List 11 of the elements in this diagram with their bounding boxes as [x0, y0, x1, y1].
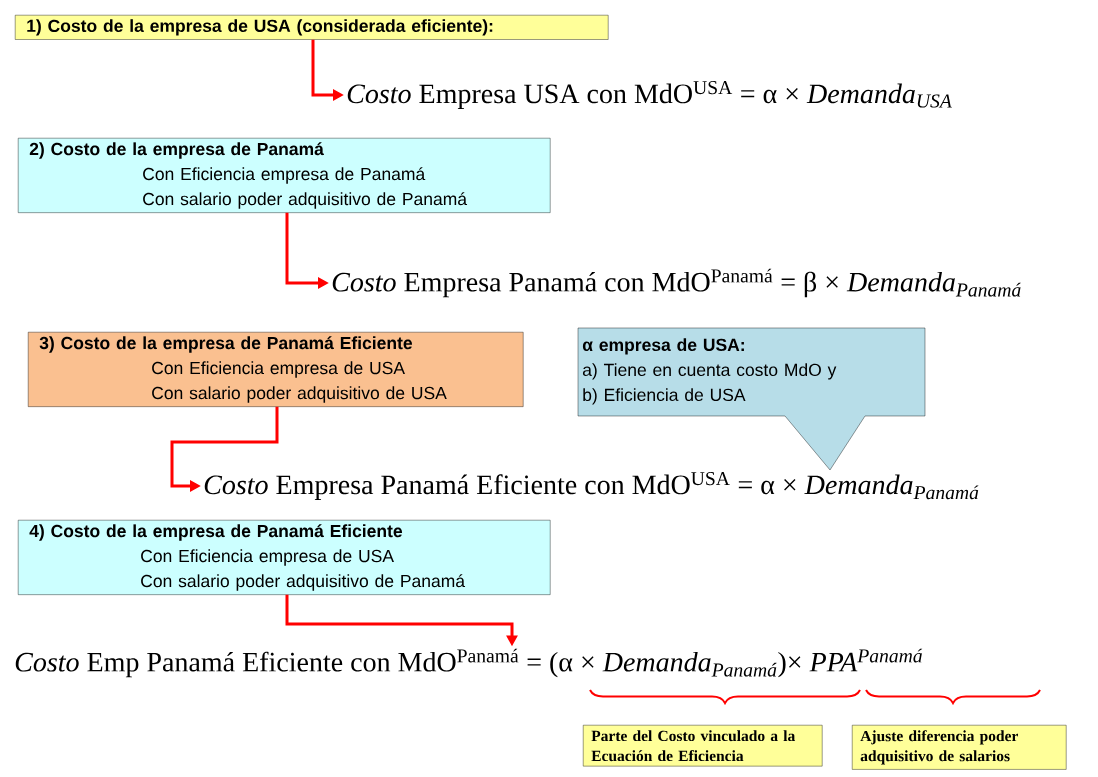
note-box: Parte del Costo vinculado a la Ecuación de Eficiencia	[583, 725, 823, 767]
equation: Costo Empresa Panamá Eficiente con MdO$^{USA}$ = α × Demanda$_{Panamá}$	[204, 472, 979, 500]
text-box: 1) Costo de la empresa de USA (considerada eficiente):	[15, 15, 609, 40]
text-box: 2) Costo de la empresa de Panamá Con Eficiencia empresa de Panamá Con salario poder adquisitivo de Panamá	[18, 138, 551, 213]
text-box: 4) Costo de la empresa de Panamá Eficiente Con Eficiencia empresa de USA Con salario poder adquisitivo de Panamá	[18, 520, 551, 595]
equation: Costo Empresa Panamá con MdO$^{Panamá}$ = β × Demanda$_{Panamá}$	[332, 268, 1021, 298]
note-box: Ajuste diferencia poder adquisitivo de salarios	[852, 725, 1067, 770]
equation: Costo Empresa USA con MdO$^{USA}$ = α × Demanda$_{USA}$	[347, 81, 952, 109]
callout-box: α empresa de USA: a) Tiene en cuenta costo MdO y b) Eficiencia de USA	[577, 327, 926, 471]
text-box: 3) Costo de la empresa de Panamá Eficiente Con Eficiencia empresa de USA Con salario poder adquisitivo de USA	[28, 332, 524, 407]
equation: Costo Emp Panamá Eficiente con MdO$^{Panamá}$ = (α × Demanda$_{Panamá}$)× PPA$^{Panamá}$	[15, 648, 923, 678]
